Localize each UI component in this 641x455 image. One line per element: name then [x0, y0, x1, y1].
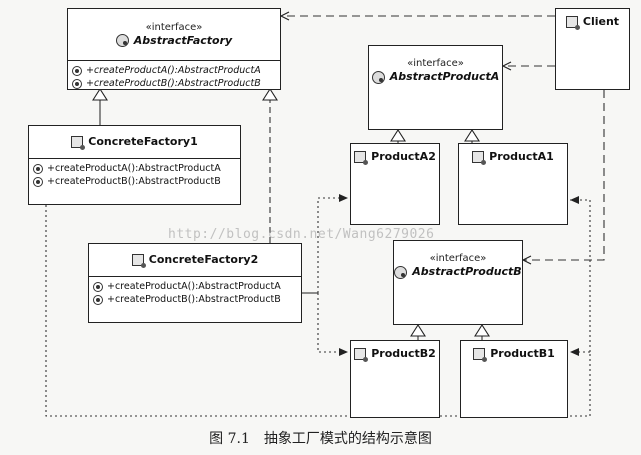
- operation-icon: [93, 294, 103, 305]
- realization-triangle-a1: [463, 128, 481, 142]
- realization-triangle-a2: [389, 128, 407, 142]
- operation-row: +createProductA():AbstractProductA: [72, 64, 276, 77]
- realization-triangle-cf2: [261, 87, 279, 101]
- client-title: Client: [565, 15, 620, 30]
- concrete-factory1-name: ConcreteFactory1: [88, 135, 198, 148]
- class-icon: [473, 348, 488, 362]
- product-a1-title: ProductA1: [472, 150, 554, 165]
- concrete-factory2-class[interactable]: ConcreteFactory2 +createProductA():Abstr…: [88, 243, 302, 323]
- abstract-product-b-stereotype: «interface»: [429, 253, 487, 264]
- operation-row: +createProductB():AbstractProductB: [93, 293, 297, 306]
- product-b1-name: ProductB1: [490, 347, 555, 360]
- class-icon: [472, 151, 487, 165]
- abstract-product-b-name: AbstractProductB: [412, 265, 522, 278]
- concrete-factory2-title: ConcreteFactory2: [131, 253, 259, 268]
- operation-text: +createProductA():AbstractProductA: [47, 163, 221, 174]
- product-a2-title: ProductA2: [354, 150, 436, 165]
- operation-icon: [33, 163, 43, 174]
- abstract-product-a-interface[interactable]: «interface» AbstractProductA: [368, 45, 503, 130]
- product-b2-class[interactable]: ProductB2: [350, 340, 440, 418]
- abstract-product-a-stereotype: «interface»: [407, 58, 464, 69]
- abstract-product-a-header: «interface» AbstractProductA: [369, 46, 502, 96]
- operation-icon: [93, 281, 103, 292]
- interface-icon: [394, 265, 408, 279]
- concrete-factory2-operations: +createProductA():AbstractProductA +crea…: [89, 277, 301, 306]
- abstract-factory-name: AbstractFactory: [133, 33, 233, 47]
- operation-icon: [72, 78, 82, 89]
- operation-icon: [72, 65, 82, 76]
- abstract-product-a-name: AbstractProductA: [389, 70, 500, 83]
- watermark-url: http://blog.csdn.net/Wang6279026: [168, 227, 435, 242]
- class-icon: [354, 151, 369, 165]
- concrete-factory2-header: ConcreteFactory2: [89, 244, 301, 277]
- operation-text: +createProductA():AbstractProductA: [86, 65, 261, 76]
- abstract-product-b-title: AbstractProductB: [394, 265, 522, 279]
- interface-icon: [371, 70, 385, 84]
- product-b1-header: ProductB1: [461, 341, 567, 363]
- product-b2-title: ProductB2: [354, 347, 436, 362]
- product-b2-header: ProductB2: [351, 341, 439, 363]
- abstract-product-a-title: AbstractProductA: [371, 70, 500, 84]
- concrete-factory1-operations: +createProductA():AbstractProductA +crea…: [29, 159, 240, 188]
- product-a2-header: ProductA2: [351, 144, 439, 166]
- product-a2-name: ProductA2: [371, 150, 436, 163]
- abstract-factory-operations: +createProductA():AbstractProductA +crea…: [68, 61, 280, 90]
- concretefactory2-to-producta2: [317, 194, 348, 293]
- operation-text: +createProductA():AbstractProductA: [107, 281, 281, 292]
- client-header: Client: [556, 9, 629, 31]
- product-a2-class[interactable]: ProductA2: [350, 143, 440, 225]
- figure-caption: 图 7.1 抽象工厂模式的结构示意图: [0, 428, 641, 448]
- concrete-factory1-header: ConcreteFactory1: [29, 126, 240, 159]
- abstract-product-b-interface[interactable]: «interface» AbstractProductB: [393, 240, 523, 325]
- client-class[interactable]: Client: [555, 8, 630, 90]
- product-b1-class[interactable]: ProductB1: [460, 340, 568, 418]
- figure-number: 图 7.1: [209, 431, 250, 447]
- class-icon: [354, 348, 369, 362]
- concretefactory1-creates-products-path: [45, 205, 591, 417]
- product-b2-name: ProductB2: [371, 347, 436, 360]
- interface-icon: [115, 34, 129, 47]
- product-a1-header: ProductA1: [459, 144, 567, 166]
- concrete-factory1-title: ConcreteFactory1: [71, 135, 198, 150]
- figure-title: 抽象工厂模式的结构示意图: [263, 431, 432, 447]
- realization-triangle-b1: [473, 323, 491, 337]
- operation-text: +createProductB():AbstractProductB: [47, 176, 221, 187]
- operation-text: +createProductB():AbstractProductB: [107, 294, 281, 305]
- realization-triangle-cf1: [91, 87, 109, 101]
- class-icon: [131, 254, 146, 268]
- class-icon: [71, 136, 86, 150]
- client-to-abstractproductb-dependency: [523, 90, 605, 260]
- product-a1-name: ProductA1: [489, 150, 554, 163]
- realization-triangle-b2: [409, 323, 427, 337]
- product-b1-title: ProductB1: [473, 347, 555, 362]
- operation-row: +createProductA():AbstractProductA: [33, 162, 236, 175]
- abstract-product-b-header: «interface» AbstractProductB: [394, 241, 522, 291]
- concrete-factory1-class[interactable]: ConcreteFactory1 +createProductA():Abstr…: [28, 125, 241, 205]
- concrete-factory2-name: ConcreteFactory2: [148, 253, 259, 266]
- operation-row: +createProductB():AbstractProductB: [72, 77, 276, 90]
- abstract-factory-header: «interface» AbstractFactory: [68, 9, 280, 61]
- abstract-factory-title: AbstractFactory: [115, 33, 233, 48]
- operation-row: +createProductB():AbstractProductB: [33, 175, 236, 188]
- concretefactory2-to-productb2: [317, 293, 348, 356]
- class-icon: [565, 16, 580, 30]
- abstract-factory-interface[interactable]: «interface» AbstractFactory +createProdu…: [67, 8, 281, 90]
- product-a1-class[interactable]: ProductA1: [458, 143, 568, 225]
- operation-row: +createProductA():AbstractProductA: [93, 280, 297, 293]
- abstract-factory-stereotype: «interface»: [145, 21, 203, 33]
- operation-icon: [33, 176, 43, 187]
- concretefactory1-to-producta1: [570, 196, 591, 352]
- client-name: Client: [582, 15, 620, 28]
- operation-text: +createProductB():AbstractProductB: [86, 78, 261, 89]
